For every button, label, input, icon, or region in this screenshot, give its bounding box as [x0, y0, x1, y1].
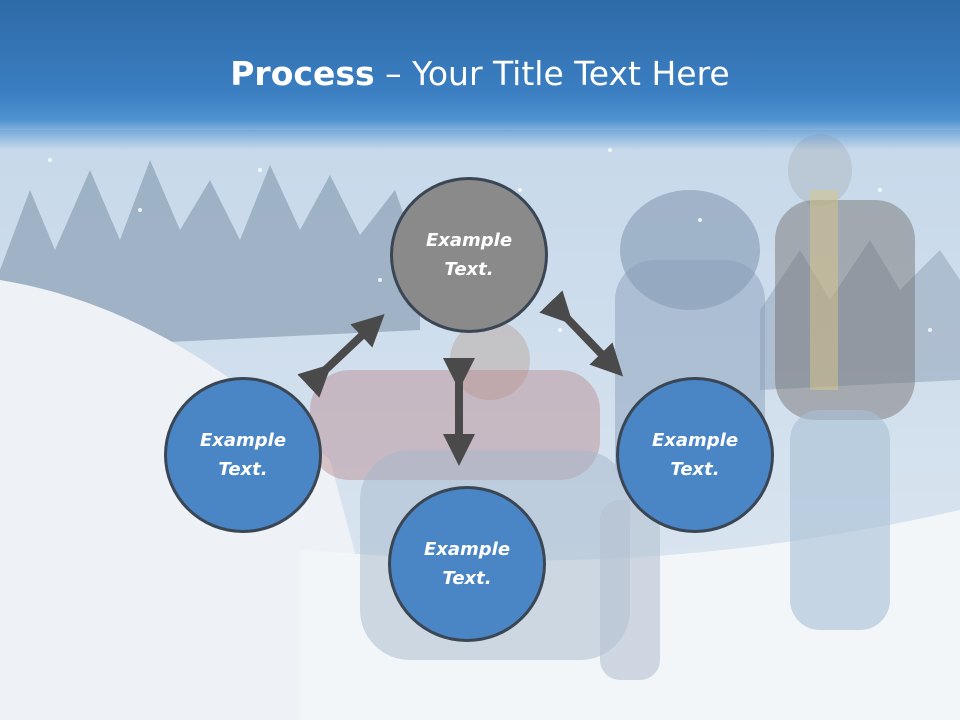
node-top-line1: Example: [425, 230, 513, 251]
node-top-line2: Text.: [444, 259, 494, 280]
node-left-line2: Text.: [218, 459, 268, 480]
slide-title: Process – Your Title Text Here: [0, 52, 960, 96]
node-right-line2: Text.: [670, 459, 720, 480]
node-bottom-line2: Text.: [442, 568, 492, 589]
title-rest: – Your Title Text Here: [374, 54, 730, 93]
node-left-line1: Example: [199, 430, 287, 451]
node-bottom-line1: Example: [423, 539, 511, 560]
title-bar: [0, 0, 960, 150]
node-right-line1: Example: [651, 430, 739, 451]
title-strong: Process: [230, 54, 375, 93]
